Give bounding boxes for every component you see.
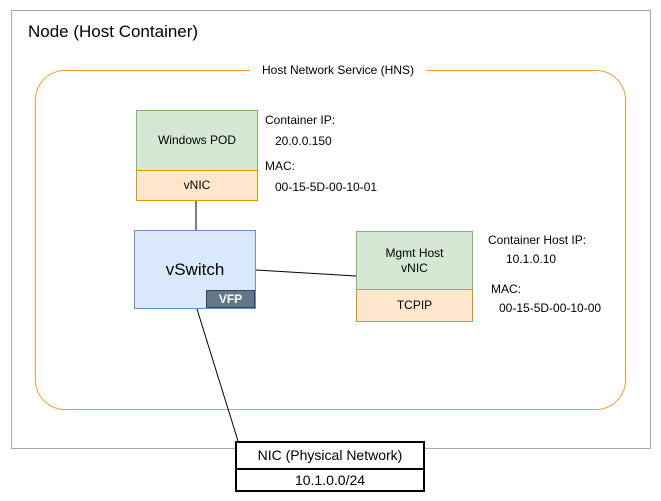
host-ip-annotation: Container Host IP: 10.1.0.10 MAC: 00-15-… bbox=[488, 233, 601, 316]
pod-ip-label: Container IP: bbox=[265, 113, 336, 127]
tcpip-label: TCPIP bbox=[396, 298, 433, 312]
vfp-badge: VFP bbox=[206, 290, 255, 308]
nic-title: NIC (Physical Network) bbox=[237, 443, 423, 470]
host-mac-label: MAC: bbox=[491, 282, 521, 296]
mgmt-host-label-line1: Mgmt Host bbox=[385, 245, 444, 260]
pod-ip-annotation: Container IP: 20.0.0.150 MAC: 00-15-5D-0… bbox=[265, 113, 377, 195]
windows-pod-label: Windows POD bbox=[157, 133, 237, 147]
connector-vswitch-nic bbox=[196, 308, 239, 442]
hns-label: Host Network Service (HNS) bbox=[249, 62, 427, 78]
tcpip-box: TCPIP bbox=[356, 289, 473, 322]
pod-mac-label: MAC: bbox=[265, 159, 295, 173]
host-ip-label: Container Host IP: bbox=[488, 233, 587, 247]
connector-vswitch-mgmt bbox=[255, 269, 357, 277]
windows-pod-box: Windows POD bbox=[136, 110, 258, 171]
mgmt-host-label-line2: vNIC bbox=[401, 260, 428, 275]
host-mac-value: 00-15-5D-00-10-00 bbox=[499, 301, 602, 315]
host-ip-value: 10.1.0.10 bbox=[506, 252, 557, 266]
mgmt-host-vnic-box: Mgmt Host vNIC bbox=[356, 231, 473, 290]
vfp-label: VFP bbox=[218, 291, 243, 306]
nic-box: NIC (Physical Network) 10.1.0.0/24 bbox=[235, 441, 425, 492]
vswitch-box: vSwitch VFP bbox=[134, 230, 256, 309]
node-title: Node (Host Container) bbox=[28, 22, 199, 41]
pod-vnic-label: vNIC bbox=[183, 178, 211, 192]
nic-subnet: 10.1.0.0/24 bbox=[294, 472, 366, 488]
pod-vnic-box: vNIC bbox=[136, 170, 258, 201]
pod-ip-value: 20.0.0.150 bbox=[275, 134, 332, 148]
pod-mac-value: 00-15-5D-00-10-01 bbox=[275, 180, 378, 194]
vswitch-label: vSwitch bbox=[165, 260, 225, 279]
